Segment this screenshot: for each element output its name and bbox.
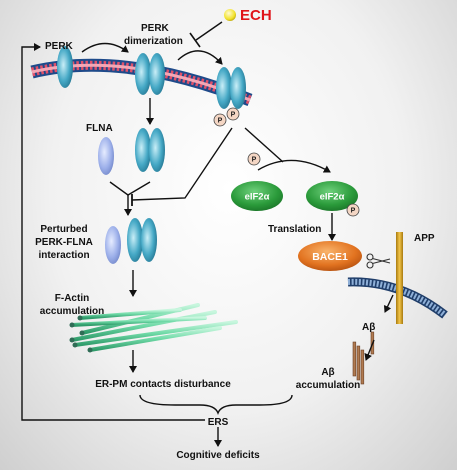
translation-label: Translation — [268, 224, 321, 235]
phospho-perk-dimer — [216, 67, 246, 109]
arrow-abeta-aggregate — [364, 339, 375, 361]
ech-label: ECH — [240, 7, 272, 24]
convergence-bracket — [139, 394, 293, 415]
perturbed-label-3: interaction — [38, 250, 89, 261]
perk-label: PERK — [45, 41, 74, 52]
bace1-enzyme — [298, 241, 362, 271]
cognitive-label: Cognitive deficits — [176, 450, 260, 461]
svg-text:eIF2α: eIF2α — [245, 192, 270, 203]
erpm-label: ER-PM contacts disturbance — [95, 379, 231, 390]
app-protein — [396, 232, 403, 324]
perturbed-complex — [105, 218, 157, 264]
flna-label: FLNA — [86, 123, 113, 134]
eif2a-right — [306, 181, 358, 211]
arrow-abeta-release — [383, 294, 394, 313]
phospho-badge: P — [213, 113, 227, 127]
ers-label: ERS — [208, 417, 229, 428]
svg-text:P: P — [218, 118, 223, 125]
arrow-perk-to-dimer — [81, 42, 129, 53]
ech-molecule — [224, 9, 236, 21]
svg-text:P: P — [351, 208, 356, 215]
phospho-badge: P — [226, 107, 240, 121]
abeta-aggregate — [352, 341, 365, 385]
app-label: APP — [414, 233, 435, 244]
perturbed-label-1: Perturbed — [40, 224, 87, 235]
svg-text:P: P — [231, 112, 236, 119]
phospho-badge: P — [247, 152, 261, 166]
eif2a-left — [231, 181, 283, 211]
svg-text:eIF2α: eIF2α — [320, 192, 345, 203]
perk-dimerization-label-2: dimerization — [124, 36, 183, 47]
svg-text:P: P — [252, 157, 257, 164]
perk-dimerization-label-1: PERK — [141, 23, 170, 34]
factin-label-1: F-Actin — [55, 293, 89, 304]
scissors-icon — [366, 253, 391, 269]
flna-protein — [98, 137, 114, 175]
arrow-phosphorylation — [257, 159, 331, 173]
perturbed-label-2: PERK-FLNA — [35, 237, 93, 248]
perk-dimer-lower — [135, 128, 165, 172]
ech-inhibition — [189, 21, 223, 48]
arrow-dimer-to-phospho — [177, 50, 223, 65]
f-actin-bundle — [69, 303, 238, 353]
svg-text:BACE1: BACE1 — [312, 251, 348, 263]
perk-dimer — [135, 53, 165, 95]
phospho-badge: P — [346, 203, 360, 217]
abeta-accum-label-1: Aβ — [321, 367, 334, 378]
perk-monomer — [57, 46, 73, 88]
abeta-label: Aβ — [362, 322, 375, 333]
inhibit-line — [131, 127, 233, 201]
feedback-loop-arrow — [21, 43, 205, 421]
factin-label-2: accumulation — [40, 306, 104, 317]
perk-to-eif-line — [244, 127, 284, 163]
abeta-accum-label-2: accumulation — [296, 380, 360, 391]
merge-junction — [109, 181, 151, 196]
